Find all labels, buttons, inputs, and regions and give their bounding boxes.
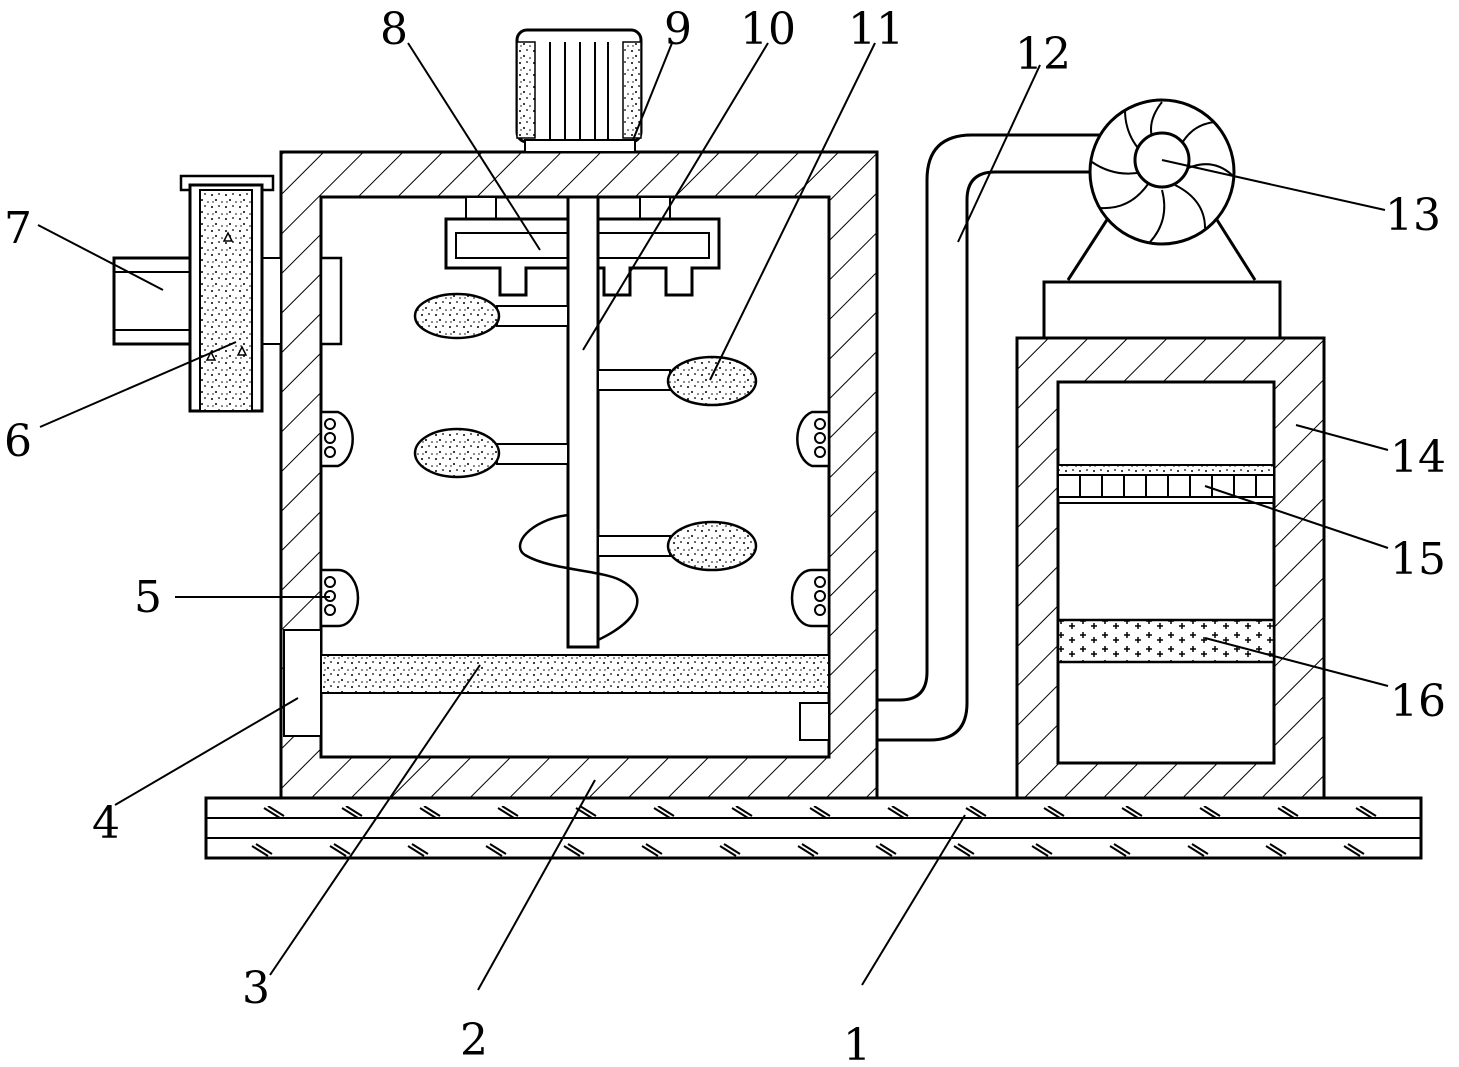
leader-2 — [477, 779, 596, 991]
label-8: 8 — [380, 4, 408, 55]
leader-6 — [39, 341, 237, 428]
label-1: 1 — [843, 1020, 871, 1067]
wall-inlet — [260, 256, 343, 346]
part-labels: 1 2 3 4 5 6 7 8 9 10 11 12 13 14 15 16 — [4, 4, 1446, 1067]
label-14: 14 — [1390, 432, 1446, 483]
leader-1 — [861, 814, 966, 986]
top-motor — [515, 28, 643, 153]
label-6: 6 — [4, 416, 32, 467]
leader-14 — [1295, 424, 1389, 451]
label-16: 16 — [1390, 676, 1446, 727]
leader-11 — [709, 42, 876, 381]
leader-3 — [269, 664, 481, 976]
base-plate — [204, 796, 1423, 860]
filter-tower — [1015, 336, 1326, 800]
filter-layer — [320, 654, 830, 694]
carbon-filter-layer — [1056, 618, 1276, 664]
leader-12 — [957, 64, 1041, 243]
label-2: 2 — [460, 1015, 488, 1066]
label-10: 10 — [740, 4, 796, 55]
leader-13 — [1161, 159, 1386, 211]
leader-15 — [1204, 485, 1389, 549]
honeycomb-filter — [1057, 464, 1275, 504]
paddles — [413, 292, 758, 572]
leader-9 — [632, 42, 673, 141]
feed-hopper — [179, 174, 275, 413]
side-motor — [112, 256, 192, 346]
exhaust-fan — [1042, 98, 1282, 340]
label-4: 4 — [92, 798, 120, 849]
label-7: 7 — [4, 203, 32, 254]
leader-8 — [407, 42, 541, 251]
leader-10 — [582, 42, 769, 351]
leader-16 — [1204, 637, 1389, 687]
stirring-shaft — [518, 195, 639, 649]
leader-lines — [37, 42, 1389, 991]
leader-7 — [37, 224, 164, 291]
label-13: 13 — [1385, 190, 1441, 241]
air-pipe — [877, 133, 1100, 742]
label-5: 5 — [134, 572, 162, 623]
label-3: 3 — [242, 963, 270, 1014]
label-9: 9 — [664, 4, 692, 55]
leader-4 — [114, 697, 299, 806]
label-12: 12 — [1015, 29, 1071, 80]
label-15: 15 — [1390, 534, 1446, 585]
label-11: 11 — [848, 4, 904, 55]
